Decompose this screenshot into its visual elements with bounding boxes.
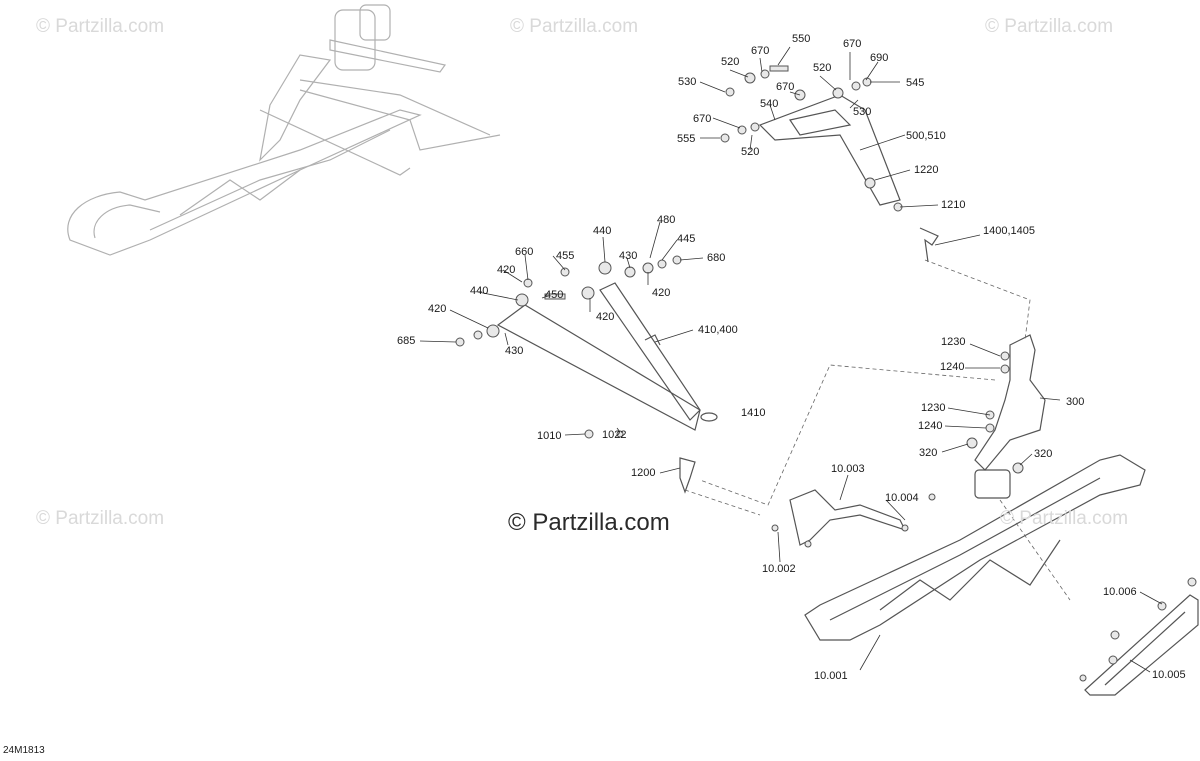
watermark-top-right: © Partzilla.com <box>985 16 1114 37</box>
callout-1240: 1240 <box>940 361 965 373</box>
lower-a-arm <box>455 255 718 494</box>
callout-500-510: 500,510 <box>906 130 946 142</box>
callout-660: 660 <box>515 246 534 258</box>
callout-420: 420 <box>428 303 447 315</box>
callout-420: 420 <box>596 311 615 323</box>
callout-555: 555 <box>677 133 696 145</box>
callout-1230: 1230 <box>921 402 946 414</box>
callout-1410: 1410 <box>741 407 766 419</box>
callout-10-003: 10.003 <box>831 463 865 475</box>
watermark-mid-right: © Partzilla.com <box>1000 508 1129 529</box>
callout-480: 480 <box>657 214 676 226</box>
callout-690: 690 <box>870 52 889 64</box>
callout-455: 455 <box>556 250 575 262</box>
callout-530: 530 <box>678 76 697 88</box>
callout-670: 670 <box>751 45 770 57</box>
callout-440: 440 <box>593 225 612 237</box>
callout-1200: 1200 <box>631 467 656 479</box>
callout-685: 685 <box>397 335 416 347</box>
reference-ski-assembly <box>67 4 501 256</box>
callout-520: 520 <box>721 56 740 68</box>
callout-410-400: 410,400 <box>698 324 738 336</box>
upper-a-arm <box>720 65 939 263</box>
callout-430: 430 <box>619 250 638 262</box>
callout-1230: 1230 <box>941 336 966 348</box>
callout-320: 320 <box>919 447 938 459</box>
callout-1022: 1022 <box>602 429 627 441</box>
callout-1010: 1010 <box>537 430 562 442</box>
callout-540: 540 <box>760 98 779 110</box>
callout-670: 670 <box>693 113 712 125</box>
callout-1240: 1240 <box>918 420 943 432</box>
callout-300: 300 <box>1066 396 1085 408</box>
callout-320: 320 <box>1034 448 1053 460</box>
assembly-dash-lines <box>684 259 1071 601</box>
callout-670: 670 <box>776 81 795 93</box>
callout-530: 530 <box>853 106 872 118</box>
diagram-code: 24M1813 <box>3 745 45 756</box>
callout-420: 420 <box>652 287 671 299</box>
wear-bar <box>1079 577 1199 696</box>
callout-1210: 1210 <box>941 199 966 211</box>
callout-10-002: 10.002 <box>762 563 796 575</box>
callout-450: 450 <box>545 289 564 301</box>
callout-10-005: 10.005 <box>1152 669 1186 681</box>
callout-10-006: 10.006 <box>1103 586 1137 598</box>
callout-520: 520 <box>813 62 832 74</box>
watermark-mid-left: © Partzilla.com <box>36 508 165 529</box>
callout-520: 520 <box>741 146 760 158</box>
watermark-top-center: © Partzilla.com <box>510 16 639 37</box>
callout-10-001: 10.001 <box>814 670 848 682</box>
callout-420: 420 <box>497 264 516 276</box>
leader-lines <box>419 46 1163 673</box>
spindle-bracket <box>966 334 1046 499</box>
callout-445: 445 <box>677 233 696 245</box>
callout-545: 545 <box>906 77 925 89</box>
callout-1220: 1220 <box>914 164 939 176</box>
watermark-top-left: © Partzilla.com <box>36 16 165 37</box>
ski <box>771 454 1146 641</box>
callout-10-004: 10.004 <box>885 492 919 504</box>
callout-430: 430 <box>505 345 524 357</box>
callout-670: 670 <box>843 38 862 50</box>
callout-680: 680 <box>707 252 726 264</box>
callout-1400-1405: 1400,1405 <box>983 225 1035 237</box>
callout-440: 440 <box>470 285 489 297</box>
watermark-main: © Partzilla.com <box>508 509 670 536</box>
callout-550: 550 <box>792 33 811 45</box>
